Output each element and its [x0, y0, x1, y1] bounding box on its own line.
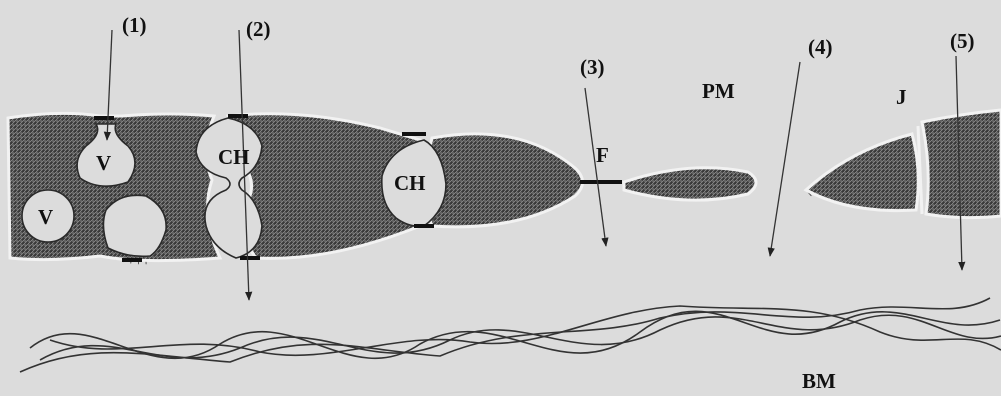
endothelial-cell-4: [624, 168, 756, 200]
vacuole-fused: [103, 195, 166, 256]
bm-label: BM: [802, 369, 836, 393]
channel-label-right: CH: [394, 171, 426, 195]
endothelial-cell-3: [425, 134, 583, 227]
pathway-4-label: (4): [808, 35, 833, 59]
pathway-5-label: (5): [950, 29, 975, 53]
pm-label: PM: [702, 79, 735, 103]
channel-label-left: CH: [218, 145, 250, 169]
vacuole-label-upper: V: [96, 151, 111, 175]
pathway-2-label: (2): [246, 17, 271, 41]
fenestra-label: F: [596, 143, 609, 167]
pathway-3-arrow: [585, 88, 606, 246]
junction-label: J: [896, 85, 907, 109]
basement-membrane: [20, 298, 1001, 372]
pathway-1-label: (1): [122, 13, 147, 37]
endothelial-cell-6: [922, 110, 1001, 218]
pathway-4-arrow: [770, 62, 800, 256]
endothelial-cell-5: [806, 134, 918, 211]
pathway-3-label: (3): [580, 55, 605, 79]
vacuole-label-lower: V: [38, 205, 53, 229]
